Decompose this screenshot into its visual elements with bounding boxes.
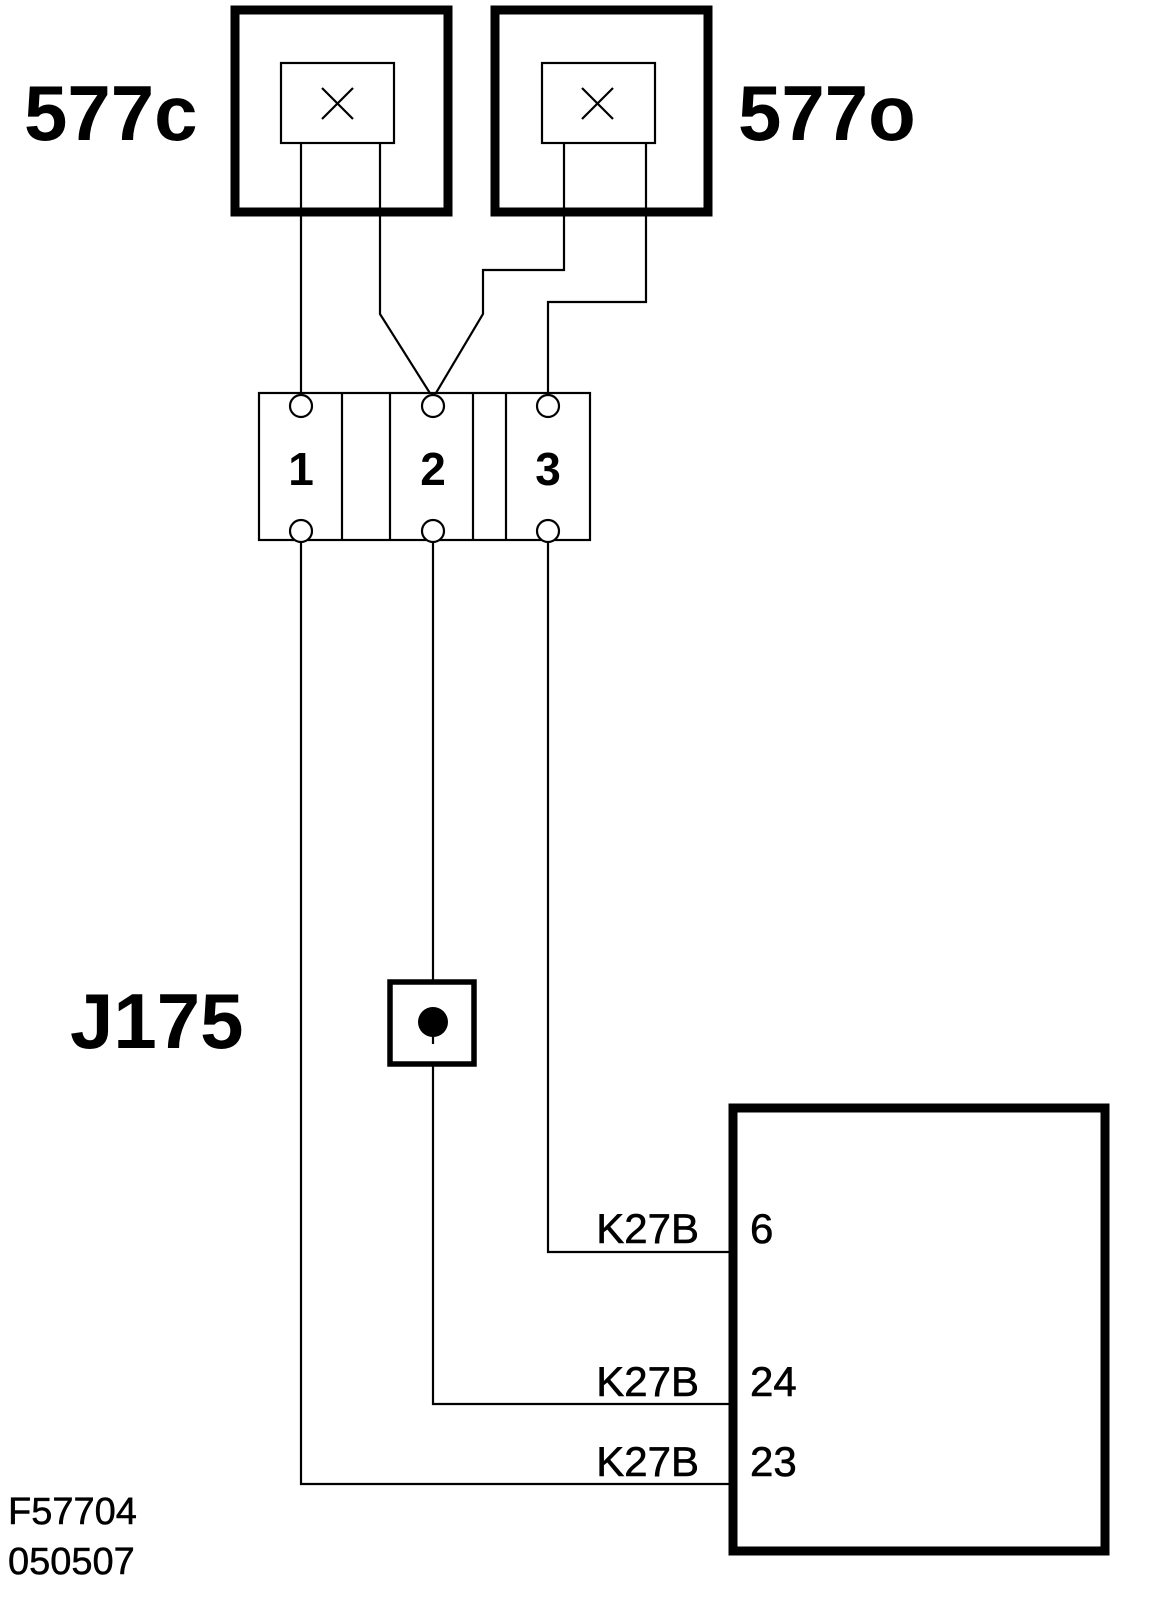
terminal-pin-number: 24 [750, 1358, 797, 1405]
connector-pin1-bottom [288, 518, 314, 544]
control-unit-box [728, 1103, 1110, 1556]
wire-577o-to-pin2 [432, 143, 566, 399]
connector-pin-label: 2 [420, 443, 446, 495]
switch-577c-label: 577c [24, 69, 198, 157]
junction-label: J175 [70, 977, 244, 1065]
connector-pin-label: 3 [535, 443, 561, 495]
connector-pin-label: 1 [288, 443, 314, 495]
terminal-pin-number: 6 [750, 1205, 773, 1252]
junction-dot-icon [418, 1007, 448, 1037]
junction-j175 [387, 979, 477, 1067]
figure-id: F57704 [8, 1491, 137, 1533]
date-code: 050507 [8, 1541, 135, 1583]
wire-577o-to-pin3 [546, 143, 648, 398]
connector-pin2-top [420, 393, 446, 419]
switch-577c [230, 5, 453, 217]
switch-577o [490, 5, 713, 217]
terminal-connector-label: K27B [596, 1205, 699, 1252]
connector-pin1-top [288, 393, 314, 419]
terminal-connector-label: K27B [596, 1358, 699, 1405]
terminal-pin-number: 23 [750, 1438, 797, 1485]
wire-pin3-to-terminal-6 [546, 542, 750, 1254]
wire-pin1-to-terminal-23 [299, 542, 750, 1486]
connector-block [257, 391, 592, 544]
terminal-connector-label: K27B [596, 1438, 699, 1485]
connector-pin3-top [535, 393, 561, 419]
connector-outline [257, 391, 592, 542]
switch-contact-icon [321, 87, 354, 120]
wire-577c-to-pin2 [378, 143, 434, 399]
switch-577o-label: 577o [738, 69, 916, 157]
connector-pin3-bottom [535, 518, 561, 544]
switch-577c-housing [230, 5, 453, 217]
connector-pin2-bottom [420, 518, 446, 544]
wire-junction-to-terminal-24 [431, 1044, 750, 1406]
switch-contact-icon [581, 87, 614, 120]
